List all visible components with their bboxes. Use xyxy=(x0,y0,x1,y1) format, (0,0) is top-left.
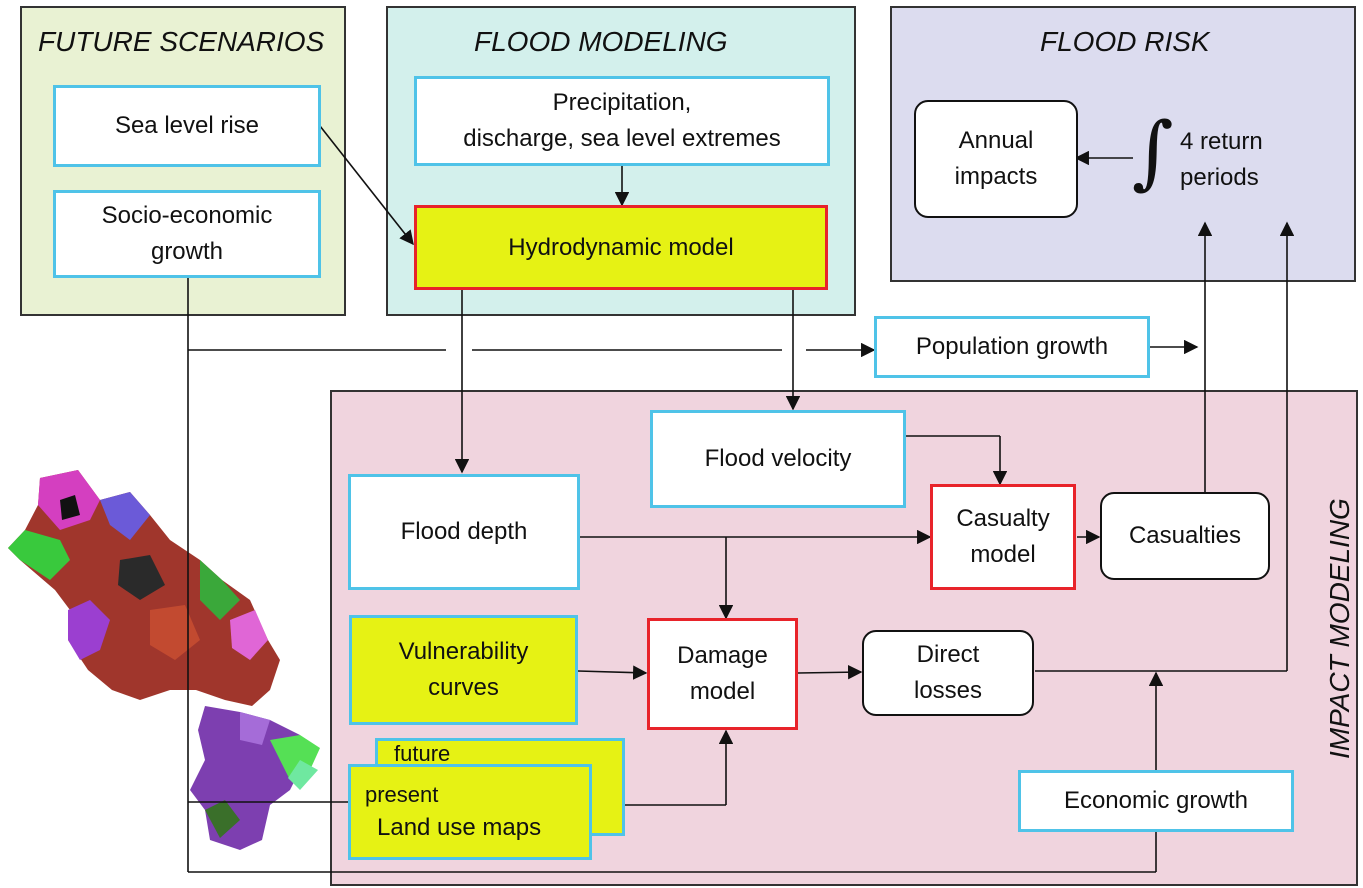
arrow-damage-to-losses xyxy=(797,665,863,680)
arrow-vulnerability-to-damage xyxy=(577,665,648,680)
casualty-model-box: Casualty model xyxy=(930,484,1076,590)
casualties-box: Casualties xyxy=(1100,492,1270,580)
sea-level-rise-box: Sea level rise xyxy=(53,85,321,167)
land-use-maps-label: Land use maps xyxy=(377,813,542,841)
population-growth-box: Population growth xyxy=(874,316,1150,378)
socio-economic-growth-box: Socio-economic growth xyxy=(53,190,321,278)
return-periods-label: 4 return periods xyxy=(1180,128,1263,191)
direct-losses-box: Direct losses xyxy=(862,630,1034,716)
damage-model-box: Damage model xyxy=(647,618,798,730)
economic-growth-box: Economic growth xyxy=(1018,770,1294,832)
precipitation-box: Precipitation, discharge, sea level extr… xyxy=(414,76,830,166)
land-use-future-label: future xyxy=(394,741,451,766)
land-use-present-map: present Land use maps xyxy=(348,764,592,860)
hydrodynamic-model-box: Hydrodynamic model xyxy=(414,205,828,290)
flood-velocity-box: Flood velocity xyxy=(650,410,906,508)
annual-impacts-box: Annual impacts xyxy=(914,100,1078,218)
flood-depth-box: Flood depth xyxy=(348,474,580,590)
future-scenarios-title: FUTURE SCENARIOS xyxy=(38,26,325,57)
land-use-present-label: present xyxy=(365,781,439,807)
flood-modeling-title: FLOOD MODELING xyxy=(474,26,728,57)
vulnerability-curves-box: Vulnerability curves xyxy=(349,615,578,725)
flood-risk-title: FLOOD RISK xyxy=(1040,26,1210,57)
integral-symbol: ∫ xyxy=(1132,105,1174,198)
arrow-sea-level-to-hydro xyxy=(319,125,414,246)
